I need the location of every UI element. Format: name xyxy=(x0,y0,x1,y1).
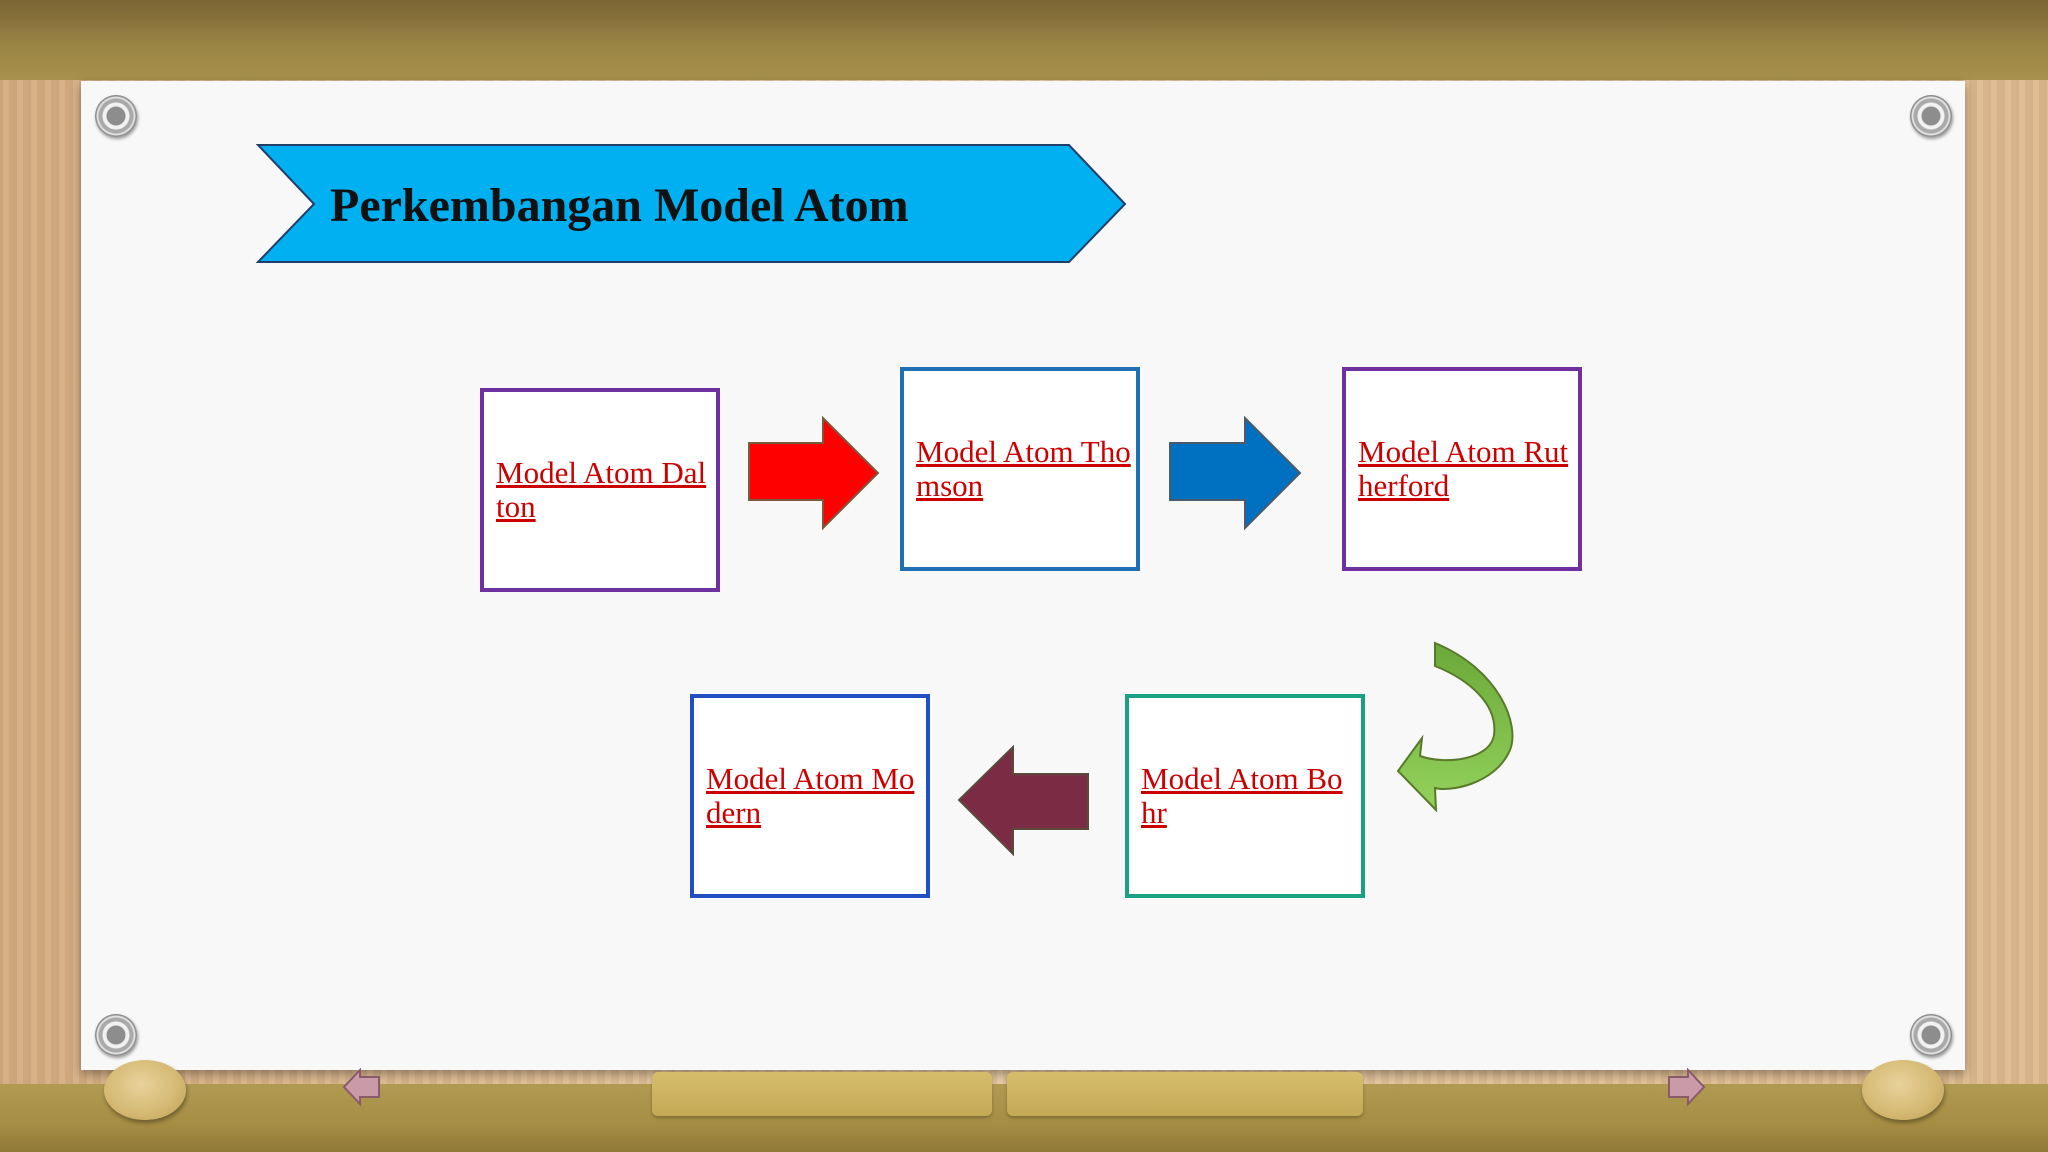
left-arrow-icon[interactable] xyxy=(342,1067,380,1107)
grommet-bottom-right xyxy=(1910,1014,1952,1056)
title-banner xyxy=(255,144,1127,263)
link-model-atom-modern[interactable]: Model Atom Modern xyxy=(706,761,915,830)
box-bohr: Model Atom Bohr xyxy=(1125,694,1365,898)
box-thomson: Model Atom Thomson xyxy=(900,367,1140,571)
arrow-thomson-to-rutherford xyxy=(1169,415,1302,531)
grommet-top-left xyxy=(95,95,137,137)
arrow-dalton-to-thomson xyxy=(748,415,880,531)
link-model-atom-rutherford[interactable]: Model Atom Rutherford xyxy=(1358,434,1569,503)
page-title: Perkembangan Model Atom xyxy=(330,179,909,232)
link-model-atom-thomson[interactable]: Model Atom Thomson xyxy=(916,434,1131,503)
box-dalton: Model Atom Dalton xyxy=(480,388,720,592)
grommet-top-right xyxy=(1910,95,1952,137)
box-rutherford: Model Atom Rutherford xyxy=(1342,367,1582,571)
arrow-rutherford-to-bohr xyxy=(1396,641,1514,813)
right-arrow-icon[interactable] xyxy=(1668,1067,1706,1107)
bottom-tab-left xyxy=(652,1072,992,1116)
knob-left xyxy=(104,1060,186,1120)
bottom-tab-right xyxy=(1007,1072,1363,1116)
box-modern: Model Atom Modern xyxy=(690,694,930,898)
grommet-bottom-left xyxy=(95,1014,137,1056)
top-wood-bar xyxy=(0,0,2048,80)
link-model-atom-dalton[interactable]: Model Atom Dalton xyxy=(496,455,707,524)
knob-right xyxy=(1862,1060,1944,1120)
link-model-atom-bohr[interactable]: Model Atom Bohr xyxy=(1141,761,1343,830)
arrow-bohr-to-modern xyxy=(957,744,1089,857)
